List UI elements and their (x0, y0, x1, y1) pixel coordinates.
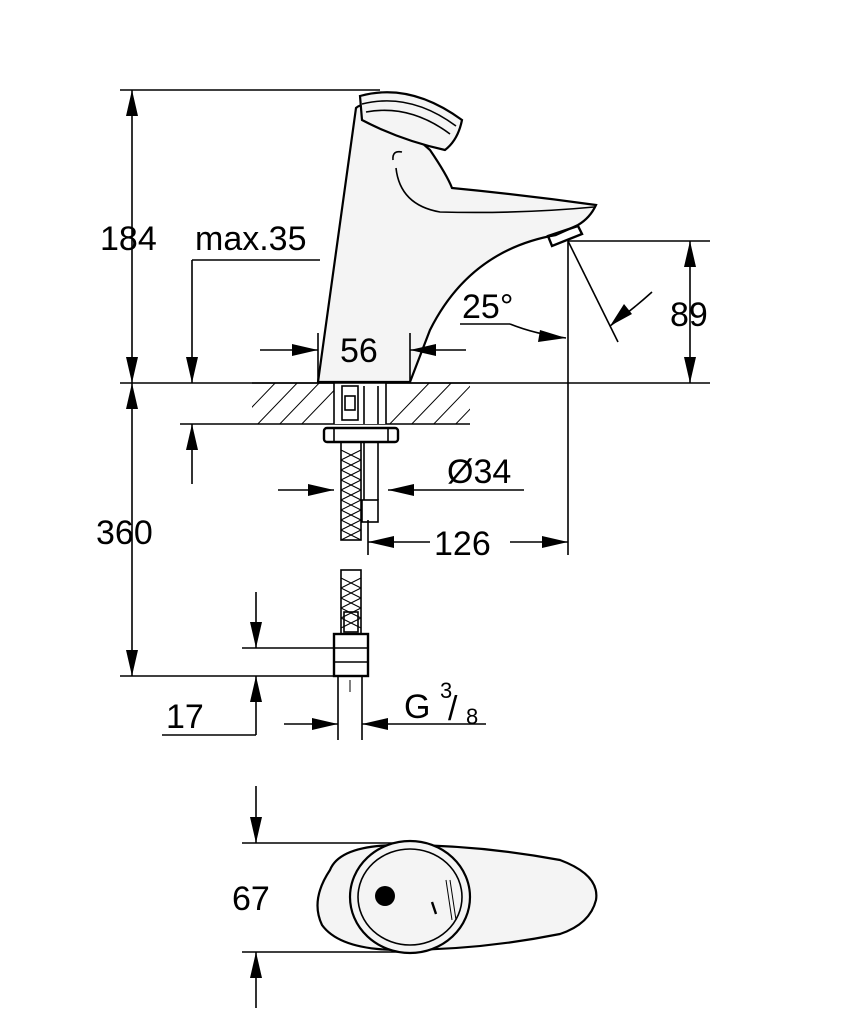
dim-max-deck: max.35 (195, 220, 307, 258)
dim-height-total: 184 (100, 220, 157, 258)
push-button-top (348, 839, 472, 955)
aerator (546, 224, 584, 248)
push-button-cap (358, 91, 464, 152)
logo-dot (375, 886, 395, 906)
dim-spout-reach: 126 (434, 525, 491, 563)
faucet-side-view (316, 91, 598, 384)
dim-thread-slash: / (448, 690, 458, 728)
dimension-lines (120, 89, 710, 1008)
dimension-labels: 184 max.35 56 25° 89 360 Ø34 126 17 G 3 … (96, 220, 708, 918)
dim-thread-numerator: 3 (440, 678, 452, 703)
dim-connection-offset: 17 (166, 698, 204, 736)
dim-thread-denominator: 8 (466, 704, 478, 729)
mounting-deck (252, 382, 470, 425)
dim-spout-angle: 25° (462, 288, 513, 326)
faucet-top-view (316, 839, 598, 955)
dim-shank-diameter: Ø34 (447, 453, 511, 491)
shank-and-hose (322, 385, 400, 740)
dim-below-deck: 360 (96, 514, 153, 552)
dim-spout-height: 89 (670, 296, 708, 334)
dim-top-width: 67 (232, 880, 270, 918)
dim-thread-letter: G (404, 688, 430, 726)
dim-base-diameter: 56 (340, 332, 378, 370)
